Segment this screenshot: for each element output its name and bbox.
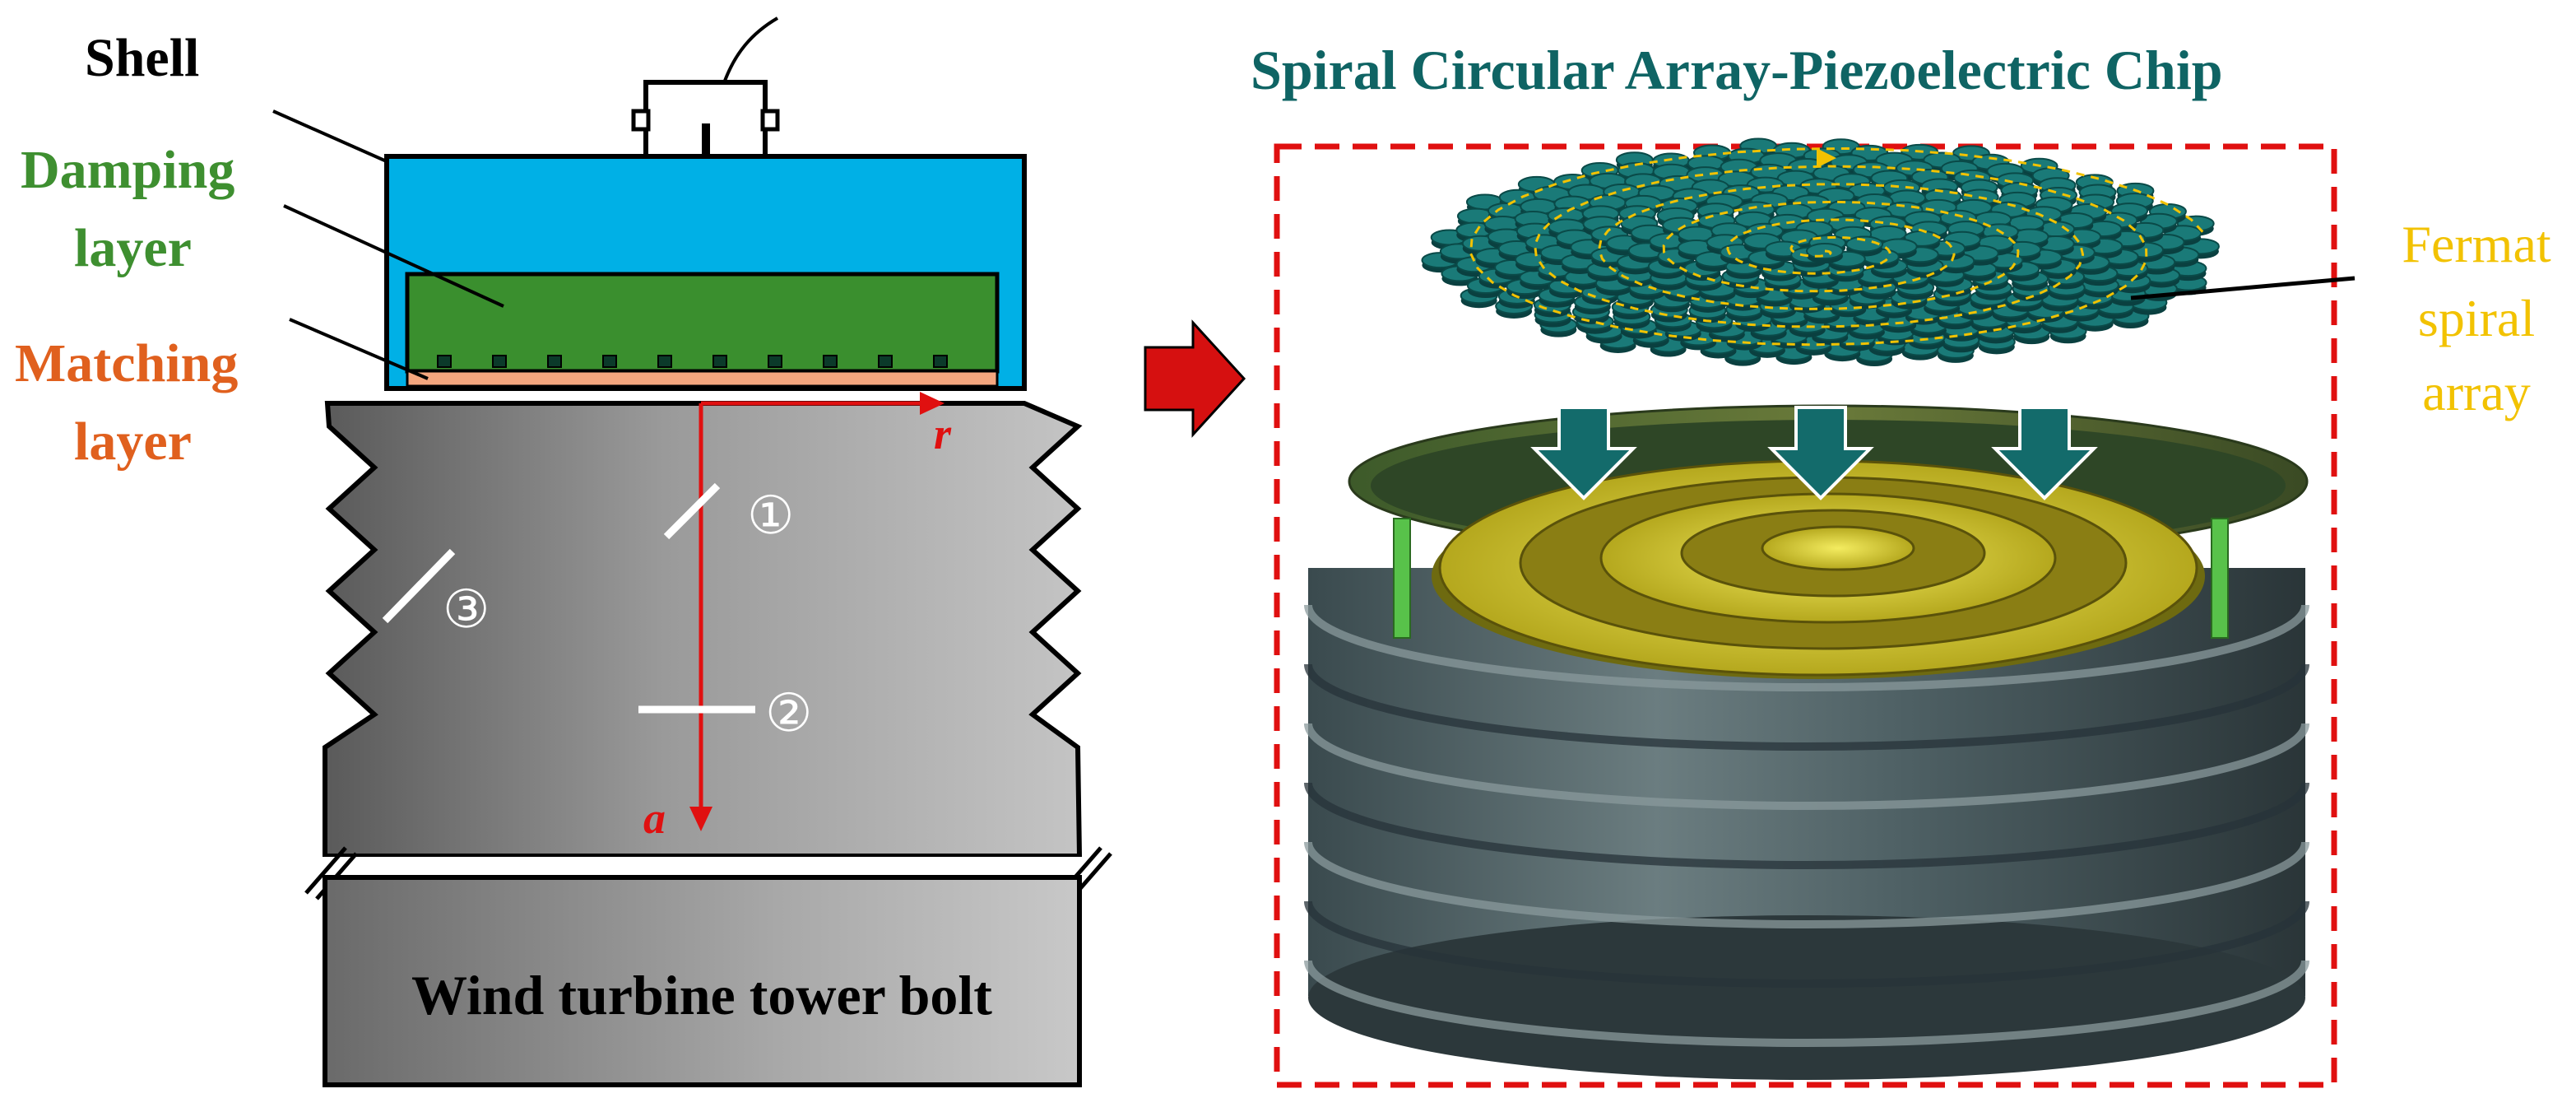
defect-2-marker: ② bbox=[765, 683, 812, 744]
thread-ring bbox=[1304, 782, 2309, 869]
thread-ring bbox=[1304, 723, 2309, 810]
transition-arrow bbox=[1144, 319, 1246, 438]
thread-ring bbox=[1304, 604, 2309, 691]
spiral-backing bbox=[1432, 459, 2205, 679]
bolt-lower-section bbox=[323, 875, 1082, 1087]
thread-ring bbox=[1304, 841, 2309, 928]
piezo-element bbox=[768, 355, 782, 368]
break-mark-left-1 bbox=[304, 846, 347, 895]
piezo-element bbox=[712, 355, 727, 368]
connector-tab-right bbox=[760, 109, 780, 132]
right-title: Spiral Circular Array-Piezoelectric Chip bbox=[1251, 39, 2223, 101]
shell-leader-line bbox=[272, 109, 389, 164]
down-arrow-icon bbox=[1767, 406, 1874, 500]
thread-ring bbox=[1304, 663, 2309, 751]
spiral-wrap bbox=[1761, 525, 1915, 571]
callout-line2: spiral bbox=[2418, 289, 2535, 347]
down-arrow-icon bbox=[1991, 406, 2098, 500]
damping-label-line2: layer bbox=[74, 218, 192, 278]
left-diagram: Shell Damping layer Matching layer r a ①… bbox=[15, 16, 1112, 1087]
down-arrow-icon bbox=[1530, 406, 1637, 500]
bolt-break-gap bbox=[313, 857, 1090, 877]
callout-line1: Fermat bbox=[2402, 215, 2551, 273]
radial-axis-arrowhead bbox=[920, 392, 945, 415]
piezo-element bbox=[492, 355, 507, 368]
piezo-element bbox=[823, 355, 838, 368]
bolt-caption: Wind turbine tower bolt bbox=[411, 964, 992, 1026]
piezo-elements bbox=[437, 355, 948, 368]
side-tab-left bbox=[1393, 518, 1411, 639]
dashed-frame bbox=[1274, 143, 2337, 1088]
down-arrows bbox=[1530, 406, 2098, 500]
damping-label-line1: Damping bbox=[21, 140, 234, 200]
axial-axis-arrowhead bbox=[689, 807, 712, 831]
piezo-element bbox=[547, 355, 562, 368]
piezo-element bbox=[437, 355, 452, 368]
matching-label-line2: layer bbox=[74, 412, 192, 472]
defect-3-marker: ③ bbox=[443, 579, 490, 640]
thread-ring bbox=[1304, 900, 2309, 988]
side-tab-right bbox=[2211, 518, 2229, 639]
right-diagram: Spiral Circular Array-Piezoelectric Chip… bbox=[1251, 39, 2551, 1088]
spiral-start-marker bbox=[1817, 148, 1836, 168]
spiral-guide bbox=[1469, 147, 2207, 347]
radial-axis-label: r bbox=[934, 409, 952, 458]
piezo-element bbox=[933, 355, 948, 368]
thread-ring bbox=[1304, 960, 2309, 1047]
matching-leader-line bbox=[289, 318, 429, 380]
matching-label-line1: Matching bbox=[15, 333, 238, 393]
piezo-element bbox=[602, 355, 617, 368]
piezo-element bbox=[878, 355, 893, 368]
cylinder-bottom bbox=[1308, 915, 2305, 1080]
callout-line3: array bbox=[2422, 363, 2530, 421]
shell-label: Shell bbox=[85, 28, 199, 88]
axial-axis-label: a bbox=[643, 793, 666, 843]
matching-layer bbox=[406, 370, 999, 388]
fermat-spiral-chip-array bbox=[1421, 137, 2220, 367]
damping-leader-line bbox=[283, 204, 504, 308]
connector-tab-left bbox=[631, 109, 651, 132]
piezo-chip bbox=[1845, 235, 1884, 253]
defect-3 bbox=[382, 548, 456, 624]
callout-leader-line bbox=[2130, 276, 2356, 300]
defect-1-marker: ① bbox=[747, 486, 794, 547]
piezo-element bbox=[657, 355, 672, 368]
defect-1 bbox=[663, 482, 721, 540]
